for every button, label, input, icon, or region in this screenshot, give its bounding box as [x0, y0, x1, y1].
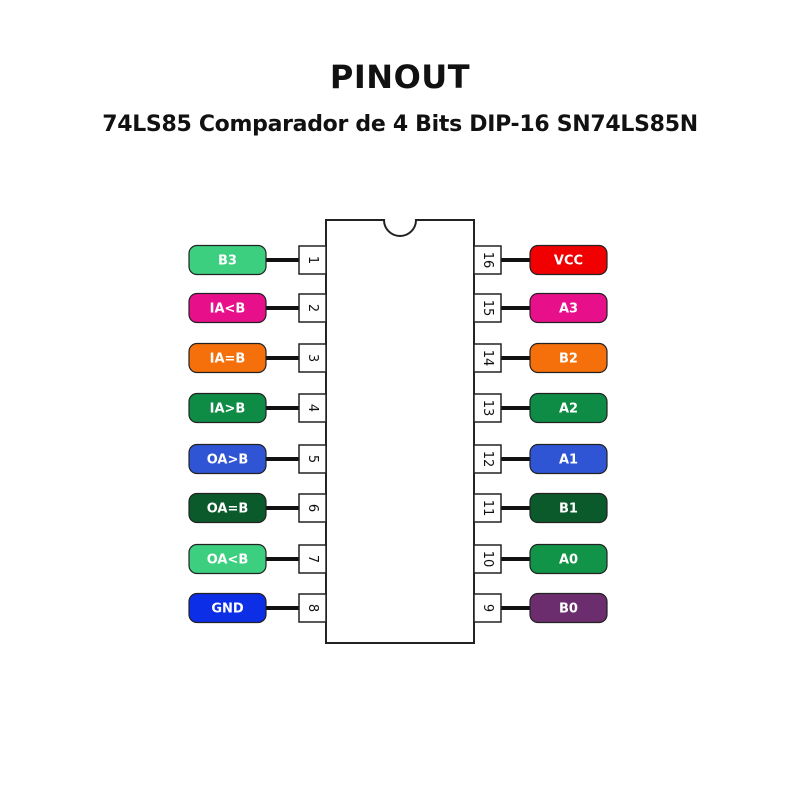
pin-label: B3	[218, 254, 237, 269]
pin-number: 14	[480, 350, 495, 367]
pin-number-box	[298, 493, 327, 523]
pin-number-box	[473, 393, 502, 423]
pin-number-box	[298, 245, 327, 275]
pin-number: 16	[480, 252, 495, 269]
pin-3: 3 IA=B	[188, 342, 327, 374]
pin-label: OA=B	[207, 502, 249, 517]
pin-number-box	[298, 393, 327, 423]
pin-2: 2 IA<B	[188, 292, 327, 324]
pin-label-badge	[529, 543, 608, 575]
pin-label-badge	[188, 342, 267, 374]
pin-number-box	[473, 544, 502, 574]
pin-9: 9 B0	[473, 592, 608, 624]
pin-label: B0	[559, 602, 578, 617]
pin-13: 13 A2	[473, 392, 608, 424]
pin-label-badge	[188, 392, 267, 424]
pin-number: 10	[480, 551, 495, 568]
pin-label: IA>B	[210, 402, 246, 417]
pin-number: 13	[480, 400, 495, 417]
pin-label: IA<B	[210, 302, 246, 317]
pin-5: 5 OA>B	[188, 443, 327, 475]
pin-number: 9	[480, 604, 495, 612]
pin-number-box	[473, 444, 502, 474]
pin-label: A1	[559, 453, 578, 468]
pin-label-badge	[188, 244, 267, 276]
pin-label-badge	[188, 292, 267, 324]
pin-label-badge	[529, 592, 608, 624]
pin-label-badge	[529, 244, 608, 276]
pin-15: 15 A3	[473, 292, 608, 324]
pin-number-box	[473, 245, 502, 275]
pin-number: 6	[305, 504, 320, 512]
pin-number-box	[473, 343, 502, 373]
pin-label-badge	[188, 443, 267, 475]
pin-number: 4	[305, 404, 320, 412]
pin-number: 5	[305, 455, 320, 463]
pin-number-box	[298, 444, 327, 474]
pin-number-box	[473, 293, 502, 323]
pin-number-box	[298, 544, 327, 574]
pin-number: 12	[480, 451, 495, 468]
pin-label-badge	[188, 492, 267, 524]
pin-label: GND	[211, 602, 244, 617]
pin-label-badge	[529, 342, 608, 374]
pin-14: 14 B2	[473, 342, 608, 374]
pin-label: B2	[559, 352, 578, 367]
pin-number-box	[298, 593, 327, 623]
pin-label: IA=B	[210, 352, 246, 367]
pin-6: 6 OA=B	[188, 492, 327, 524]
pin-label: OA>B	[207, 453, 249, 468]
left-pin-column: 1 B3 2 IA<B 3 IA=B 4 IA>B 5 OA>B 6 OA=B 7 OA<B 8 GND	[188, 244, 327, 624]
pin-label-badge	[529, 292, 608, 324]
pin-7: 7 OA<B	[188, 543, 327, 575]
pin-16: 16 VCC	[473, 244, 608, 276]
pin-8: 8 GND	[188, 592, 327, 624]
pin-number: 8	[305, 604, 320, 612]
pin-1: 1 B3	[188, 244, 327, 276]
pin-label: VCC	[554, 254, 583, 269]
pin-number-box	[473, 493, 502, 523]
pin-label: B1	[559, 502, 578, 517]
pin-4: 4 IA>B	[188, 392, 327, 424]
pin-number: 15	[480, 300, 495, 317]
pin-label-badge	[188, 543, 267, 575]
chip-body	[325, 219, 475, 644]
pin-label: A0	[559, 553, 578, 568]
pin-number-box	[298, 343, 327, 373]
pin-10: 10 A0	[473, 543, 608, 575]
page-subtitle: 74LS85 Comparador de 4 Bits DIP-16 SN74L…	[102, 112, 698, 137]
pin-number-box	[473, 593, 502, 623]
right-pin-column: 16 VCC 15 A3 14 B2 13 A2 12 A1 11 B1 10 A0 9 B0	[473, 244, 608, 624]
pin-12: 12 A1	[473, 443, 608, 475]
pin-number-box	[298, 293, 327, 323]
pin-number: 7	[305, 555, 320, 563]
pin-label-badge	[529, 492, 608, 524]
pin-number: 1	[305, 256, 320, 264]
page-title: PINOUT	[329, 58, 471, 96]
pin-label-badge	[529, 392, 608, 424]
pin-label-badge	[529, 443, 608, 475]
pin-label: A2	[559, 402, 578, 417]
pin-label-badge	[188, 592, 267, 624]
pin-label: OA<B	[207, 553, 249, 568]
pin-number: 3	[305, 354, 320, 362]
pin-11: 11 B1	[473, 492, 608, 524]
pin-number: 2	[305, 304, 320, 312]
pin-number: 11	[480, 500, 495, 517]
pin-label: A3	[559, 302, 578, 317]
